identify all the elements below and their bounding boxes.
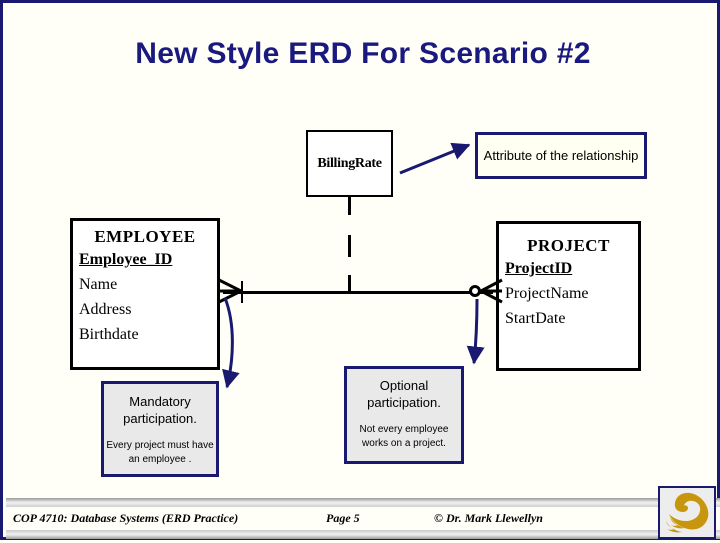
dashed-connector-segment [348, 235, 351, 257]
callout-optional-participation[interactable]: Optional participation. Not every employ… [344, 366, 464, 464]
callout-attribute-of-relationship[interactable]: Attribute of the relationship [475, 132, 647, 179]
entity-box-project[interactable]: PROJECT ProjectID ProjectName StartDate [496, 221, 641, 371]
entity-box-employee[interactable]: EMPLOYEE Employee_ID Name Address Birthd… [70, 218, 220, 370]
entity-name-project: PROJECT [527, 236, 610, 255]
attribute-employee-address: Address [79, 301, 132, 318]
attribute-employee-id: Employee_ID [79, 251, 173, 268]
attribute-project-name: ProjectName [505, 285, 589, 302]
entity-name-employee: EMPLOYEE [94, 227, 196, 246]
page-title: New Style ERD For Scenario #2 [135, 37, 591, 70]
footer-divider-top [6, 498, 720, 507]
callout-attribute-heading: Attribute of the relationship [483, 148, 639, 163]
attribute-employee-birthdate: Birthdate [79, 326, 139, 343]
footer-page-number: Page 5 [326, 511, 360, 525]
footer-course-label: COP 4710: Database Systems (ERD Practice… [13, 511, 239, 525]
pegasus-logo [658, 486, 716, 539]
dashed-connector-segment [348, 275, 351, 293]
arrow-to-mandatory-callout [222, 297, 240, 389]
callout-mandatory-participation[interactable]: Mandatory participation. Every project m… [101, 381, 219, 477]
attribute-project-id: ProjectID [505, 260, 573, 277]
relationship-attribute-billingrate[interactable]: BillingRate [306, 130, 393, 197]
crows-foot-right-optional-icon [469, 278, 503, 304]
footer-copyright: © Dr. Mark Llewellyn [434, 511, 543, 525]
attribute-list-project: ProjectID ProjectName StartDate [499, 256, 638, 331]
arrow-to-attribute-callout [399, 142, 471, 175]
attribute-employee-name: Name [79, 276, 118, 293]
dashed-connector-segment [348, 197, 351, 215]
footer-divider-bottom [6, 530, 720, 539]
crows-foot-left-icon [218, 278, 242, 304]
callout-mandatory-heading: Mandatory participation. [123, 394, 197, 426]
callout-mandatory-detail: Every project must have an employee . [106, 440, 214, 465]
callout-optional-detail: Not every employee works on a project. [359, 424, 449, 449]
mandatory-tick-mark [241, 281, 243, 303]
footer: COP 4710: Database Systems (ERD Practice… [6, 507, 720, 530]
relationship-line [223, 291, 493, 294]
callout-optional-heading: Optional participation. [367, 378, 441, 410]
attribute-project-startdate: StartDate [505, 310, 566, 327]
attribute-list-employee: Employee_ID Name Address Birthdate [73, 247, 217, 347]
